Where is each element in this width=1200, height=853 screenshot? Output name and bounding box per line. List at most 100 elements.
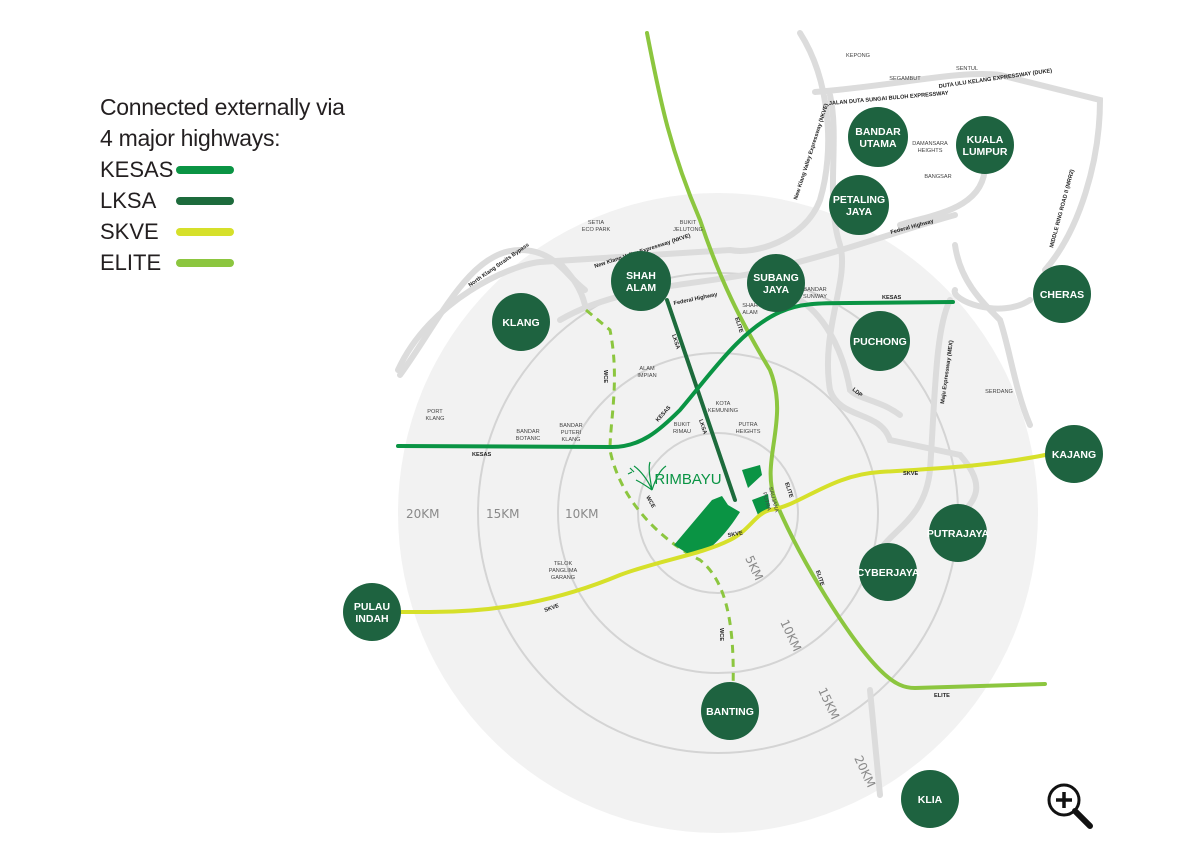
town-cheras: CHERAS — [1033, 265, 1091, 323]
place-sentul: SENTUL — [956, 66, 978, 72]
ring-label-15km: 15KM — [486, 507, 520, 521]
legend-label: KESAS — [100, 156, 174, 182]
town-label: PUTRAJAYA — [927, 528, 990, 540]
ring-5km — [637, 432, 799, 594]
label-kesas-1: KESAS — [472, 452, 492, 458]
legend-item-elite: ELITE — [100, 247, 345, 278]
town-circle — [829, 175, 889, 235]
town-circle — [848, 107, 908, 167]
town-circle — [956, 116, 1014, 174]
label-elite-3: ELITE — [814, 570, 825, 587]
town-klang: KLANG — [492, 293, 550, 351]
project-name: RIMBAYU — [654, 471, 721, 488]
label-elite-1: ELITE — [733, 317, 744, 334]
place-bangsar: BANGSAR — [924, 174, 951, 180]
road-label-ldp: LDP — [851, 387, 864, 399]
town-label: CHERAS — [1040, 289, 1084, 301]
town-putrajaya: PUTRAJAYA — [927, 504, 990, 562]
label-elite-2: ELITE — [783, 482, 794, 499]
town-circle — [343, 583, 401, 641]
zoom-in-icon[interactable] — [1044, 780, 1098, 834]
duke-mrr2-road — [812, 71, 1104, 273]
label-wce-2: WCE — [644, 495, 656, 510]
town-label: KLIA — [918, 794, 943, 806]
label-lksa-2: LKSA — [697, 419, 707, 435]
town-label: INDAH — [355, 613, 388, 625]
label-skve-3: SKVE — [544, 603, 561, 614]
town-circle — [611, 251, 671, 311]
label-skve-1: SKVE — [727, 530, 743, 539]
town-circle — [747, 254, 805, 312]
town-label: UTAMA — [859, 138, 897, 150]
rimbayu-logo: RIMBAYU — [627, 461, 722, 491]
town-circle — [701, 682, 759, 740]
legend-swatch — [176, 165, 234, 174]
place-segambut: SEGAMBUT — [889, 76, 921, 82]
town-circle — [859, 543, 917, 601]
legend-item-kesas: KESAS — [100, 154, 345, 185]
legend-swatch — [176, 196, 234, 205]
town-label: BANTING — [706, 706, 754, 718]
connector-road — [557, 260, 588, 308]
highway-legend: Connected externally via 4 major highway… — [100, 92, 345, 278]
town-circle — [1045, 425, 1103, 483]
label-lksa-1: LKSA — [670, 334, 680, 350]
label-elite-4: ELITE — [934, 693, 950, 699]
lksa-highway — [665, 298, 737, 502]
place-kepong: KEPONG — [846, 53, 870, 59]
legend-swatch — [176, 258, 234, 267]
town-label: SHAH — [626, 270, 656, 282]
town-label: SUBANG — [753, 272, 799, 284]
town-kajang: KAJANG — [1045, 425, 1103, 483]
legend-item-skve: SKVE — [100, 216, 345, 247]
ring-10km — [557, 352, 879, 674]
mex-road — [874, 287, 1033, 558]
label-skve-2: SKVE — [903, 471, 919, 477]
legend-item-lksa: LKSA — [100, 185, 345, 216]
town-circle — [929, 504, 987, 562]
kesas-highway — [396, 300, 955, 450]
skve-highway — [370, 450, 1062, 614]
town-puchong: PUCHONG — [850, 311, 910, 371]
place-serdang: SERDANG — [985, 389, 1013, 395]
town-circle — [492, 293, 550, 351]
town-label: JAYA — [763, 284, 789, 296]
town-klia: KLIA — [901, 770, 959, 828]
elite-highway — [645, 31, 1047, 691]
legend-title-line2: 4 major highways: — [100, 125, 281, 151]
kl-spur-road — [897, 162, 988, 228]
highway-labels: KESAS KESAS KESAS LKSA LKSA ELITE ELITE … — [472, 295, 950, 699]
legend-label: SKVE — [100, 218, 159, 244]
town-label: BANDAR — [855, 126, 901, 138]
legend-title-line1: Connected externally via — [100, 94, 345, 120]
legend-label: LKSA — [100, 187, 157, 213]
town-label: PUCHONG — [853, 336, 907, 348]
town-label: KUALA — [967, 134, 1004, 146]
road-label-jalan-duta: JALAN DUTA SUNGAI BULOH EXPRESSWAY — [829, 91, 949, 107]
town-label: PETALING — [833, 194, 885, 206]
ring-label-20km: 20KM — [406, 507, 440, 521]
town-label: LUMPUR — [963, 146, 1008, 158]
road-label-mrr2: MIDDLE RING ROAD II (MRR2) — [1049, 169, 1076, 249]
town-label: PULAU — [354, 601, 390, 613]
serdang-road — [952, 242, 1033, 428]
town-label: ALAM — [626, 282, 657, 294]
town-circle — [850, 311, 910, 371]
nkve-road — [395, 30, 832, 373]
